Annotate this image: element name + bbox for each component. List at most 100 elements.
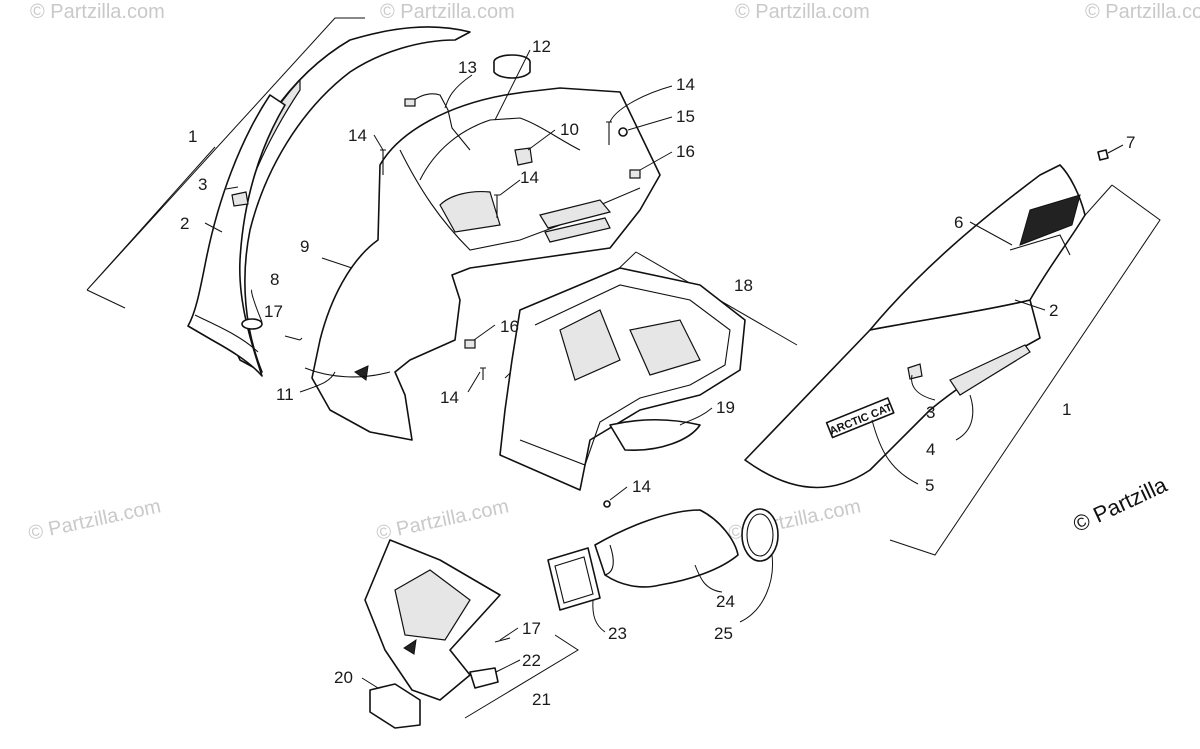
left-decal-oval[interactable] [241,318,263,330]
leader-14d [467,371,481,393]
leader-20 [361,677,379,689]
callout-3-right[interactable]: 3 [926,403,935,422]
hood-nose-cowl[interactable] [311,87,661,441]
leader-17a [299,337,303,341]
callout-25[interactable]: 25 [714,624,733,643]
inner-liner-seal-19[interactable] [609,418,701,451]
brand-decal-box [825,397,895,439]
callout-1-right[interactable]: 1 [1062,400,1071,419]
inner-liner[interactable] [499,267,746,491]
leader-22 [495,659,521,673]
callout-6[interactable]: 6 [954,213,963,232]
callout-18[interactable]: 18 [734,276,753,295]
callout-20[interactable]: 20 [334,668,353,687]
left-lower-panel-crease [194,314,259,353]
leader-25 [739,554,774,623]
watermark-top-center: © Partzilla.com [380,1,515,23]
watermark-mid-left: © Partzilla.com [26,495,162,545]
leader-15 [627,116,673,131]
leader-19 [679,407,713,426]
callout-13[interactable]: 13 [458,58,477,77]
left-trim-clip[interactable] [231,191,249,207]
callout-17-left[interactable]: 17 [264,302,283,321]
bumper-bracket [464,634,579,719]
callout-14-hood-center[interactable]: 14 [520,168,539,187]
leader-2b [1014,299,1046,311]
hood-push-rivet[interactable] [284,335,301,341]
callout-17-bumper[interactable]: 17 [522,619,541,638]
bumper-arrow-marker [403,638,417,655]
intake-clamp-inner [746,513,774,557]
callout-10[interactable]: 10 [560,120,579,139]
leader-13 [444,74,473,109]
callout-7[interactable]: 7 [1126,133,1135,152]
right-upper-panel[interactable] [869,164,1086,331]
leader-4 [955,394,974,441]
callout-24[interactable]: 24 [716,592,735,611]
callout-14-liner[interactable]: 14 [632,477,651,496]
right-panel-black-insert [1019,194,1081,246]
callout-16-upper[interactable]: 16 [676,142,695,161]
callout-19[interactable]: 19 [716,398,735,417]
hood-screw-right[interactable] [606,121,612,145]
bumper-decal-22[interactable] [469,667,499,689]
leader-5 [871,419,919,485]
callout-3-left[interactable]: 3 [198,175,207,194]
liner-fastener[interactable] [603,500,611,508]
right-side-panel[interactable] [744,299,1041,489]
callout-11[interactable]: 11 [276,385,294,404]
callout-23[interactable]: 23 [608,624,627,643]
left-side-panel-group [86,17,471,377]
front-bumper-group [364,539,579,729]
leader-23 [592,599,606,633]
leader-11 [299,371,336,393]
hood-screw-center[interactable] [494,194,500,218]
hood-assembly [284,54,661,441]
hood-wire-connector [404,98,416,107]
callout-15[interactable]: 15 [676,107,695,126]
callout-14-hood-left[interactable]: 14 [348,126,367,145]
callout-16-lower[interactable]: 16 [500,317,519,336]
right-side-panel-group: ARCTIC CAT [744,149,1161,556]
callout-14-hood-right[interactable]: 14 [676,75,695,94]
hood-clip-16-lower[interactable] [464,339,476,349]
callout-22[interactable]: 22 [522,651,541,670]
left-panel-bracket [86,17,365,309]
callout-21[interactable]: 21 [532,690,551,709]
intake-duct-24[interactable] [594,509,739,588]
intake-seal-23[interactable] [547,547,601,611]
hood-screw-lower[interactable] [480,367,486,380]
callout-14-hood-lower[interactable]: 14 [440,388,459,407]
hood-grommet-10[interactable] [514,147,533,166]
callout-2-left[interactable]: 2 [180,214,189,233]
leader-14e [609,486,628,501]
intake-hose-clamp-25[interactable] [741,508,779,562]
left-lower-panel[interactable] [187,94,286,377]
callout-labels: 1 2 3 8 17 11 9 14 13 12 10 14 14 15 16 … [180,37,1135,709]
callout-12[interactable]: 12 [532,37,551,56]
hood-clip-16-upper[interactable] [629,169,641,179]
leader-6 [969,221,1013,246]
callout-9[interactable]: 9 [300,237,309,256]
air-intake-group [547,508,779,611]
right-reflector-4[interactable] [949,344,1031,396]
hood-vent-slats [539,199,612,243]
front-bumper-opening [394,569,471,641]
inner-liner-rim [519,284,731,466]
hood-rivet-15[interactable] [618,127,628,137]
leader-2a [204,222,223,233]
callout-4[interactable]: 4 [926,440,935,459]
hood-cap-12-body [493,62,531,79]
bumper-bracket-20[interactable] [369,683,421,729]
callout-2-right[interactable]: 2 [1049,301,1058,320]
watermark-top-far-right: © Partzilla.com [1085,1,1200,23]
callout-1-left[interactable]: 1 [188,127,197,146]
leader-16b [473,324,496,341]
bumper-rivet-17[interactable] [494,637,511,643]
inner-liner-group [499,251,798,508]
callout-5[interactable]: 5 [925,476,934,495]
right-push-pin-7[interactable] [1097,149,1109,161]
callout-8[interactable]: 8 [270,270,279,289]
leader-14b [499,179,521,196]
leader-16a [639,151,673,171]
